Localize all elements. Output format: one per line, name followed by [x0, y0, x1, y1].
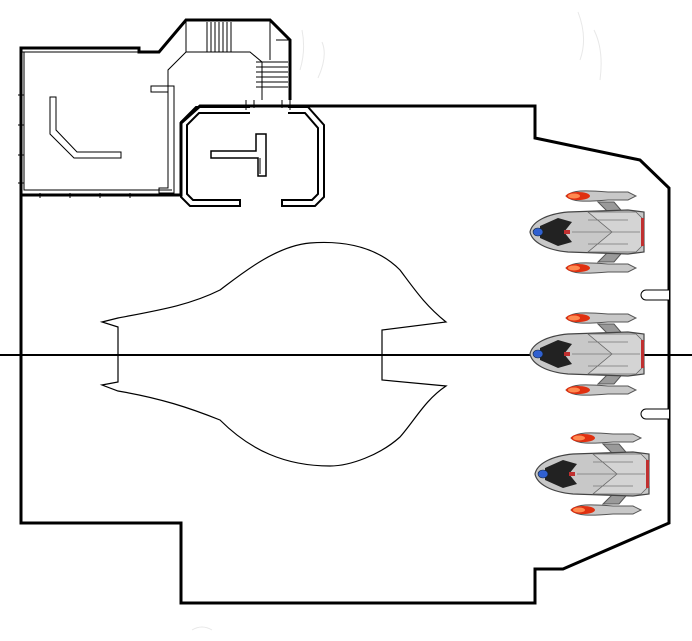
deflector-dish	[532, 349, 544, 359]
nacelle-tip	[573, 435, 585, 441]
hull-marker	[564, 352, 570, 356]
l-console	[49, 96, 122, 159]
shuttle-icon	[534, 432, 650, 516]
deflector-dish	[532, 227, 544, 237]
stern-stripe	[641, 340, 644, 368]
nacelle-tip	[573, 507, 585, 513]
cockpit-window	[540, 218, 572, 246]
control-room	[180, 106, 325, 207]
hull-marker	[564, 230, 570, 234]
cockpit-window	[545, 460, 577, 488]
shuttle-icon	[529, 312, 645, 396]
stern-stripe	[641, 218, 644, 246]
background-texture	[191, 11, 602, 631]
hull-panel-lines	[577, 461, 645, 487]
nacelle-tip	[568, 193, 580, 199]
cockpit-window	[540, 340, 572, 368]
deflector-dish	[537, 469, 549, 479]
nacelle-tip	[568, 387, 580, 393]
hull-panel-lines	[572, 341, 640, 367]
stairs-icon	[167, 20, 291, 110]
nacelle-tip	[568, 315, 580, 321]
hull-panel-lines	[572, 219, 640, 245]
hull-marker	[569, 472, 575, 476]
shuttle-icon	[529, 190, 645, 274]
landing-zone-outline	[99, 241, 448, 467]
shuttle-group	[529, 190, 650, 516]
t-console	[210, 133, 267, 177]
stern-stripe	[646, 460, 649, 488]
upper-left-room	[18, 18, 292, 198]
nacelle-tip	[568, 265, 580, 271]
docking-clamp-icon	[640, 289, 669, 420]
